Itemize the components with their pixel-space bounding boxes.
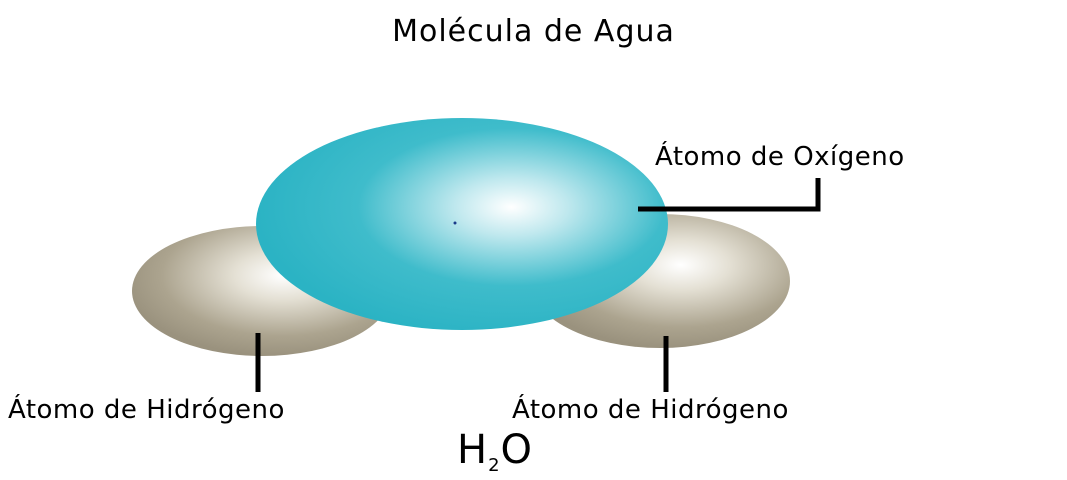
- formula-base: H: [457, 427, 488, 473]
- hydrogen-atom-label-right: Átomo de Hidrógeno: [512, 395, 789, 425]
- oxygen-atom: [256, 118, 668, 330]
- oxygen-leader-line: [638, 178, 821, 212]
- formula-suffix: O: [500, 427, 533, 473]
- chemical-formula: H2O: [457, 428, 532, 480]
- oxygen-atom-label: Átomo de Oxígeno: [655, 142, 905, 172]
- formula-subscript: 2: [488, 455, 500, 476]
- center-dot: [453, 221, 457, 225]
- diagram-title: Molécula de Agua: [392, 14, 675, 49]
- hydrogen-atom-label-left: Átomo de Hidrógeno: [8, 395, 285, 425]
